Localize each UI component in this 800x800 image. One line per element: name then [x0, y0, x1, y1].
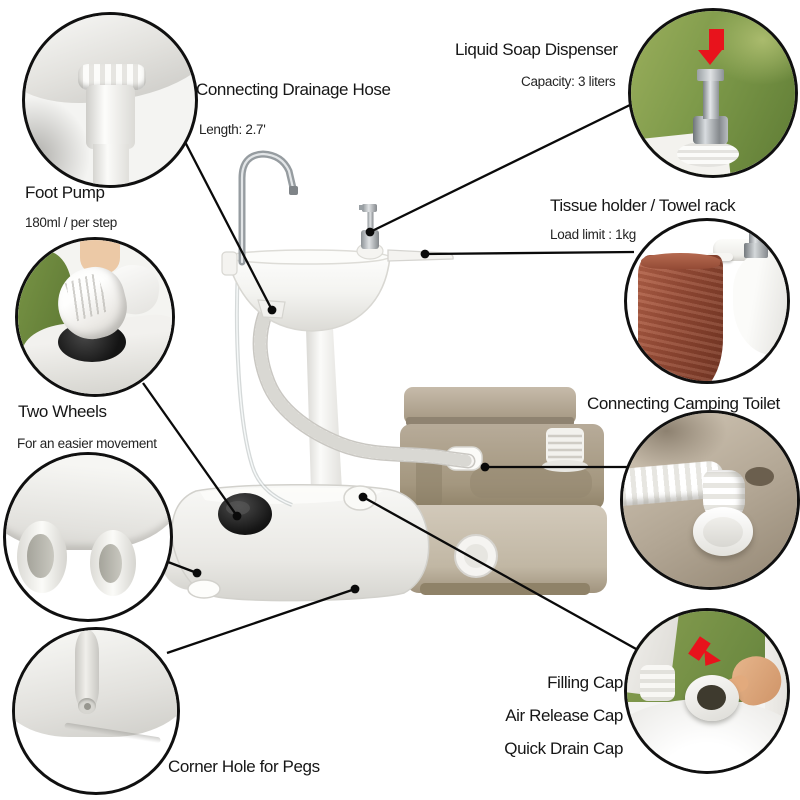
callout-caps-labels: Filling Cap Air Release Cap Quick Drain … [504, 666, 623, 765]
callout-line-soap-dispenser [369, 102, 633, 234]
callout-line-drainage-hose [180, 135, 274, 311]
drain-cylinder [86, 84, 136, 150]
callout-title-foot-pump: Foot Pump [25, 183, 105, 202]
photo-circle-foot-pump [15, 237, 175, 397]
callout-dot-corner-hole [350, 584, 360, 594]
drainage-hose [252, 304, 476, 469]
photo-circle-drainage-connector [22, 12, 198, 188]
callout-title-corner-hole: Corner Hole for Pegs [168, 757, 320, 776]
callout-sub-soap-dispenser: Capacity: 3 liters [521, 74, 616, 89]
callout-title-quick-drain-cap: Quick Drain Cap [504, 739, 623, 758]
base-wheel [187, 579, 221, 599]
rim-bracket [221, 251, 238, 276]
photo-circle-caps [624, 608, 790, 774]
callout-dot-soap-dispenser [365, 227, 375, 237]
callout-title-drainage-hose: Connecting Drainage Hose [196, 80, 391, 99]
red-arrow-down-icon [708, 29, 724, 51]
soap-pump-stem [748, 227, 763, 245]
faucet-nozzle [289, 186, 298, 195]
callout-line-corner-hole [166, 587, 356, 655]
faucet [238, 150, 298, 266]
toilet-lid-edge [406, 417, 574, 426]
photo-circle-two-wheels [3, 452, 173, 622]
wheel-right-slot [99, 543, 123, 583]
callout-sub-foot-pump: 180ml / per step [25, 215, 118, 230]
toilet-latch [416, 458, 442, 506]
callout-line-caps [362, 495, 639, 652]
towel-texture [638, 254, 723, 381]
toilet-lid [404, 387, 576, 425]
callout-title-two-wheels: Two Wheels [18, 402, 107, 421]
cap-opening [697, 684, 727, 711]
callout-dot-foot-pump [232, 511, 242, 521]
toilet-lower-tank [406, 505, 607, 593]
callout-title-filling-cap: Filling Cap [547, 673, 623, 692]
drain-tube [93, 144, 129, 185]
shadow [25, 96, 90, 185]
callout-sub-tissue-holder: Load limit : 1kg [550, 227, 636, 242]
callout-dot-tissue-holder [420, 249, 430, 259]
callout-sub-two-wheels: For an easier movement [17, 436, 157, 451]
callout-title-soap-dispenser: Liquid Soap Dispenser [455, 40, 618, 59]
callout-dot-drainage-hose [267, 305, 277, 315]
dispenser-thread-ring [676, 140, 740, 167]
dispenser-chrome-collar [693, 115, 728, 144]
photo-circle-towel-rack [624, 218, 790, 384]
sink-bowl-side [732, 253, 787, 356]
clear-water-tube [234, 267, 293, 507]
callout-dot-caps [358, 492, 368, 502]
callout-line-tissue-holder [424, 250, 635, 256]
toilet-foot [420, 583, 590, 595]
dispenser-pump-head [696, 69, 725, 81]
callout-line-foot-pump [142, 382, 238, 517]
wheel-left-slot [27, 533, 54, 578]
callout-sub-drainage-hose: Length: 2.7' [199, 122, 266, 137]
photo-circle-corner-hole [12, 627, 180, 795]
towel [638, 254, 723, 381]
sink-pedestal [306, 328, 342, 490]
recess-hole [744, 466, 775, 487]
photo-circle-toilet-connection [620, 410, 800, 590]
peg-hole [83, 702, 92, 711]
dispenser-stem [703, 76, 719, 120]
sink-base-tank [158, 483, 430, 602]
sink-bowl [221, 249, 391, 332]
photo-circle-soap-dispenser [628, 8, 798, 178]
callout-dot-two-wheels [192, 568, 202, 578]
toilet-handle-recess [470, 468, 592, 498]
jug-threads [639, 665, 675, 701]
callout-title-tissue-holder: Tissue holder / Towel rack [550, 196, 736, 215]
red-arrow-down-head-icon [698, 49, 723, 65]
callout-line-two-wheels [167, 560, 198, 575]
callout-dot-camping-toilet [480, 462, 490, 472]
callout-title-camping-toilet: Connecting Camping Toilet [587, 394, 780, 413]
corner-ridge [74, 630, 100, 711]
towel-fold [641, 253, 720, 269]
hose-port-inner [703, 517, 744, 547]
soap-dispenser [356, 204, 384, 260]
soap-pump-collar [743, 243, 768, 258]
callout-title-air-release-cap: Air Release Cap [505, 706, 623, 725]
